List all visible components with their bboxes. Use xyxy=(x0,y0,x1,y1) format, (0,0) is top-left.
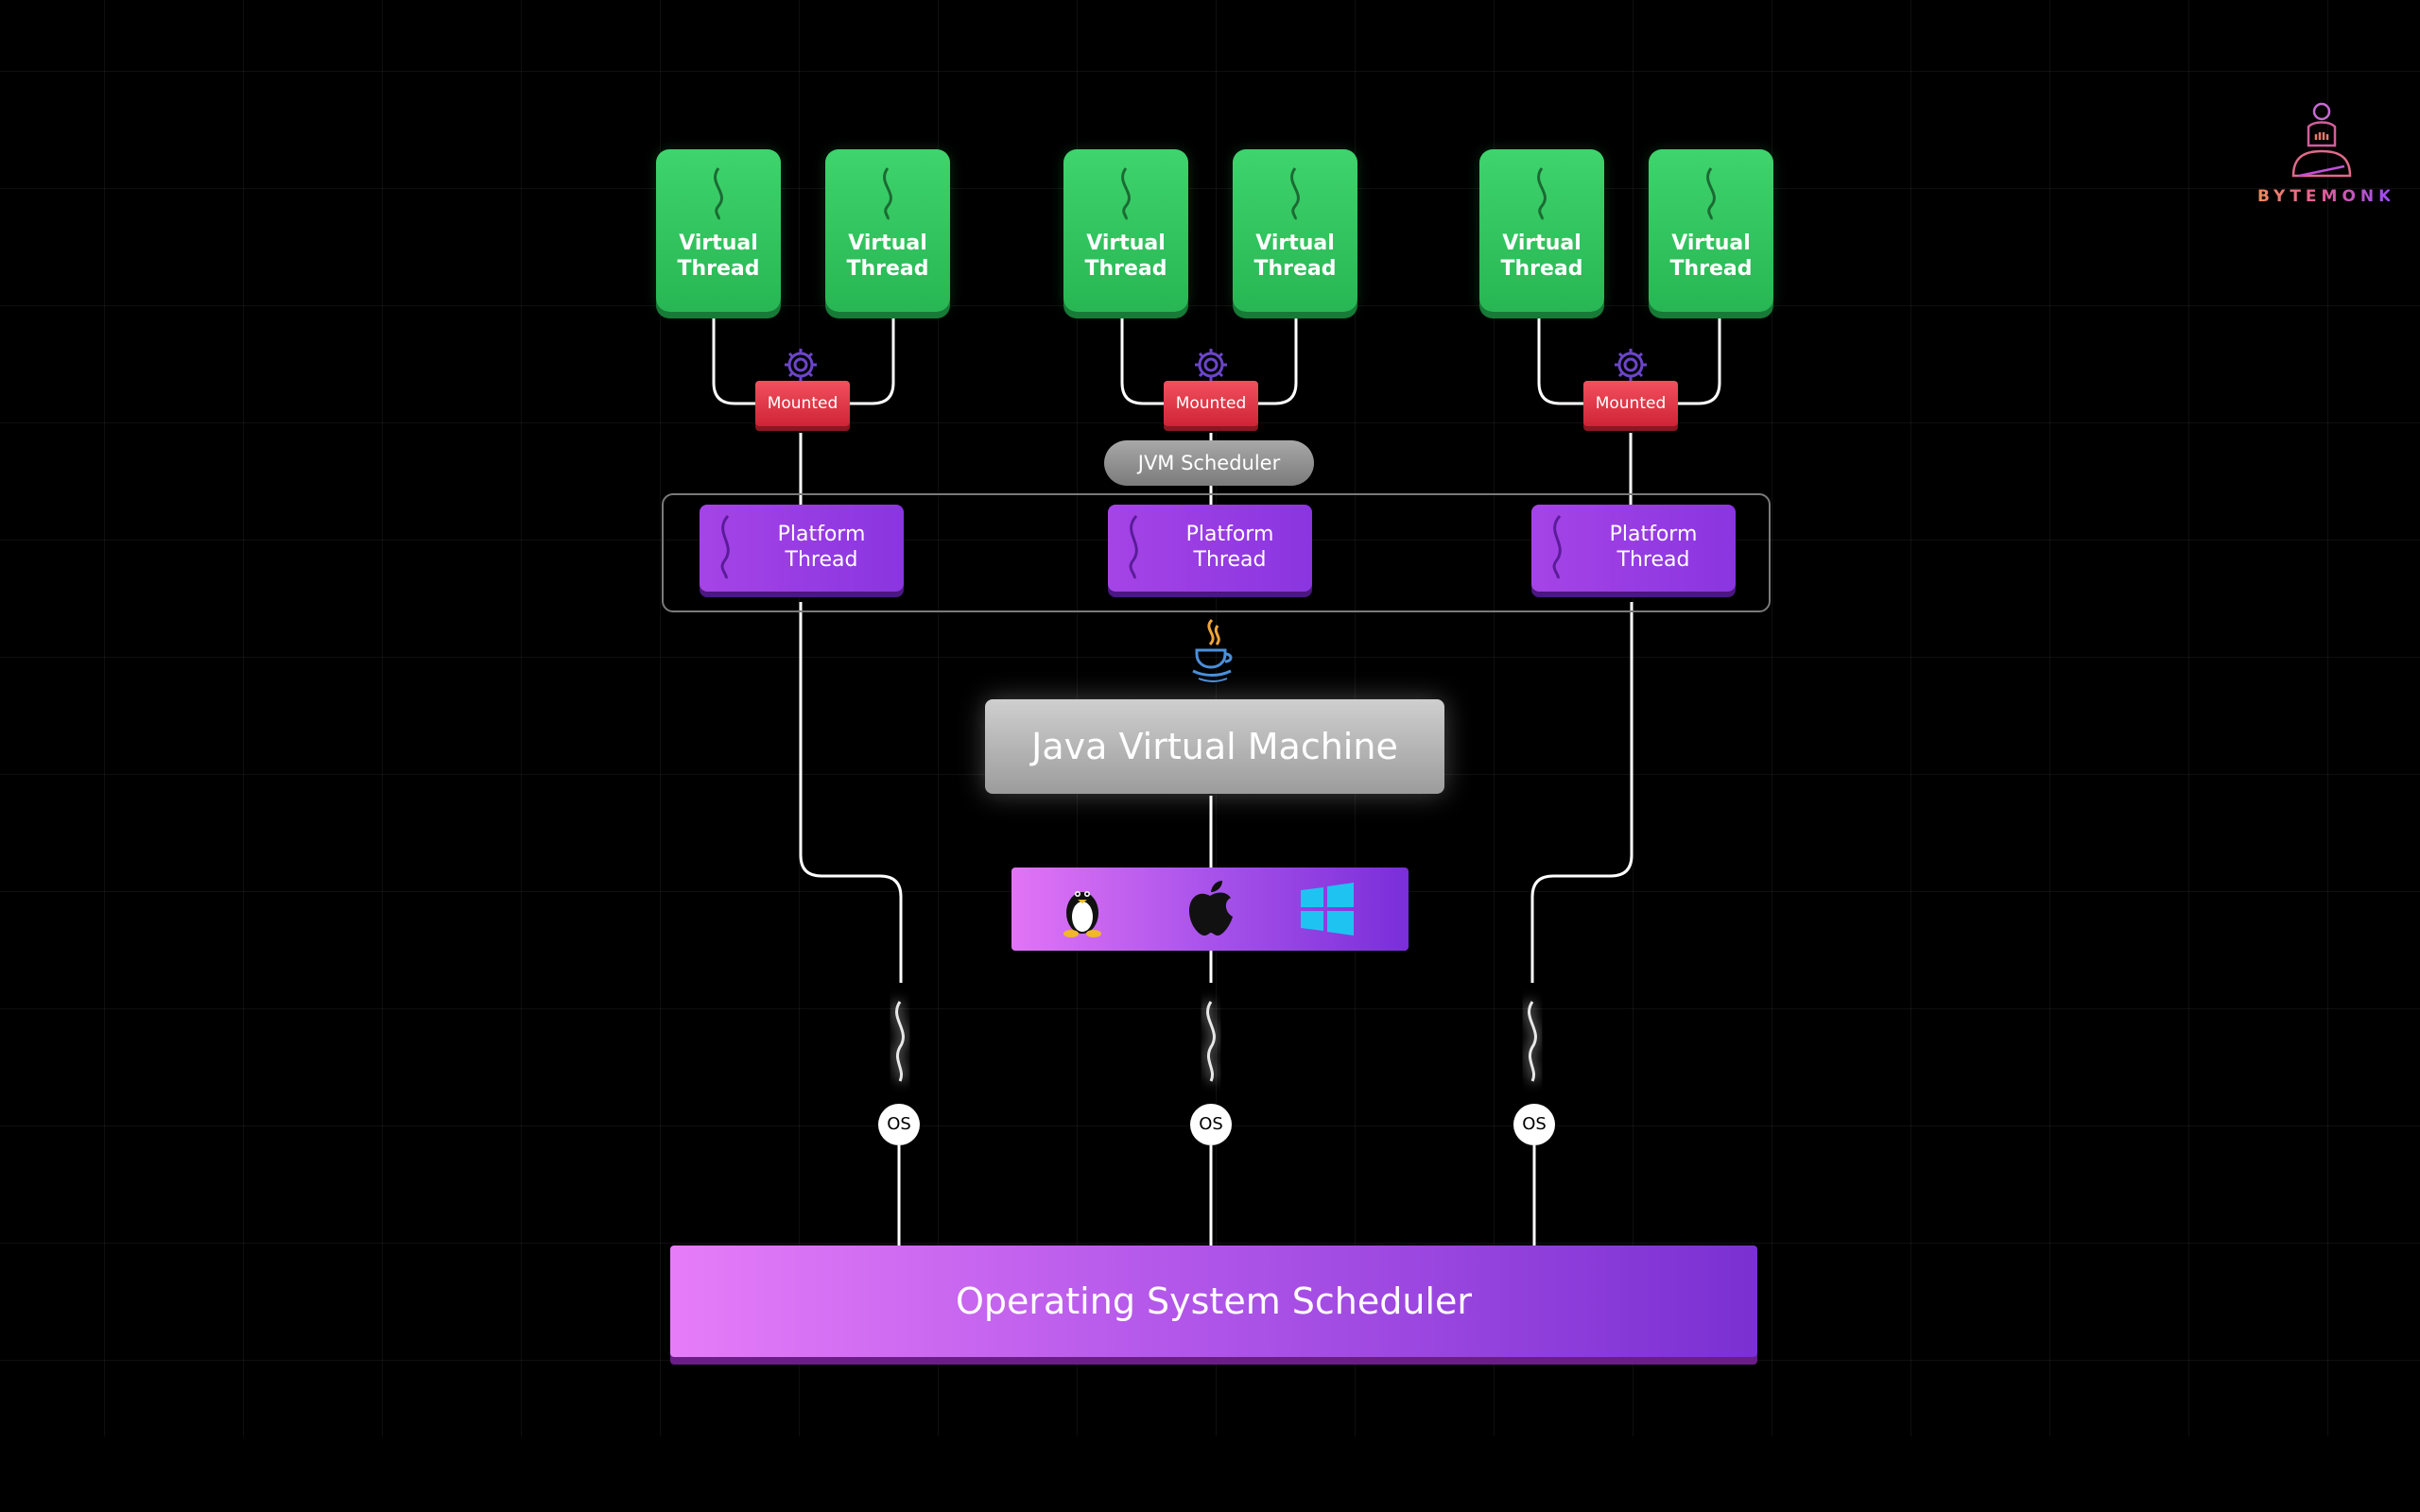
virtual-thread-label: Virtual Thread xyxy=(846,232,929,281)
os-scheduler-bar: Operating System Scheduler xyxy=(670,1246,1757,1357)
virtual-thread-card: Virtual Thread xyxy=(825,149,950,312)
thread-icon xyxy=(883,167,892,220)
linux-penguin-icon xyxy=(1063,891,1101,937)
thread-icon xyxy=(720,515,730,579)
thread-icon xyxy=(1706,167,1716,220)
kernel-thread-icon xyxy=(1524,999,1541,1084)
os-thread-badge: OS xyxy=(1190,1104,1232,1145)
kernel-thread-icon xyxy=(891,999,908,1084)
os-thread-badge: OS xyxy=(1513,1104,1555,1145)
thread-icon xyxy=(714,167,723,220)
gear-icon xyxy=(1195,349,1227,381)
java-icon xyxy=(1192,618,1233,682)
java-virtual-machine-box: Java Virtual Machine xyxy=(985,699,1444,794)
platform-thread-card: Platform Thread xyxy=(1531,505,1736,592)
gear-icon xyxy=(785,349,817,381)
mounted-label: Mounted xyxy=(1583,381,1678,426)
virtual-thread-label: Virtual Thread xyxy=(1253,232,1337,281)
platform-thread-pool xyxy=(662,493,1771,612)
apple-icon xyxy=(1189,881,1233,936)
gear-icon xyxy=(1615,349,1647,381)
thread-icon xyxy=(1290,167,1300,220)
virtual-thread-label: Virtual Thread xyxy=(677,232,760,281)
platform-thread-card: Platform Thread xyxy=(700,505,904,592)
mounted-label: Mounted xyxy=(755,381,850,426)
os-thread-badge: OS xyxy=(878,1104,920,1145)
virtual-thread-card: Virtual Thread xyxy=(1063,149,1188,312)
virtual-thread-card: Virtual Thread xyxy=(1479,149,1604,312)
virtual-thread-label: Virtual Thread xyxy=(1500,232,1583,281)
platform-thread-label: Platform Thread xyxy=(1185,523,1274,572)
thread-icon xyxy=(1552,515,1562,579)
virtual-thread-card: Virtual Thread xyxy=(1649,149,1773,312)
virtual-thread-label: Virtual Thread xyxy=(1084,232,1167,281)
platform-thread-label: Platform Thread xyxy=(777,523,866,572)
thread-icon xyxy=(1121,167,1131,220)
platform-thread-label: Platform Thread xyxy=(1609,523,1698,572)
brand-name: BYTEMONK xyxy=(2257,187,2396,206)
virtual-thread-card: Virtual Thread xyxy=(1233,149,1357,312)
windows-icon xyxy=(1301,883,1354,936)
kernel-thread-icon xyxy=(1202,999,1219,1084)
bytemonk-logo-icon xyxy=(2291,102,2352,178)
thread-icon xyxy=(1537,167,1547,220)
os-platforms-bar xyxy=(1011,868,1409,951)
thread-icon xyxy=(1129,515,1138,579)
virtual-thread-label: Virtual Thread xyxy=(1669,232,1753,281)
platform-thread-card: Platform Thread xyxy=(1108,505,1312,592)
mounted-label: Mounted xyxy=(1164,381,1258,426)
virtual-thread-card: Virtual Thread xyxy=(656,149,781,312)
jvm-scheduler-badge: JVM Scheduler xyxy=(1104,440,1314,486)
